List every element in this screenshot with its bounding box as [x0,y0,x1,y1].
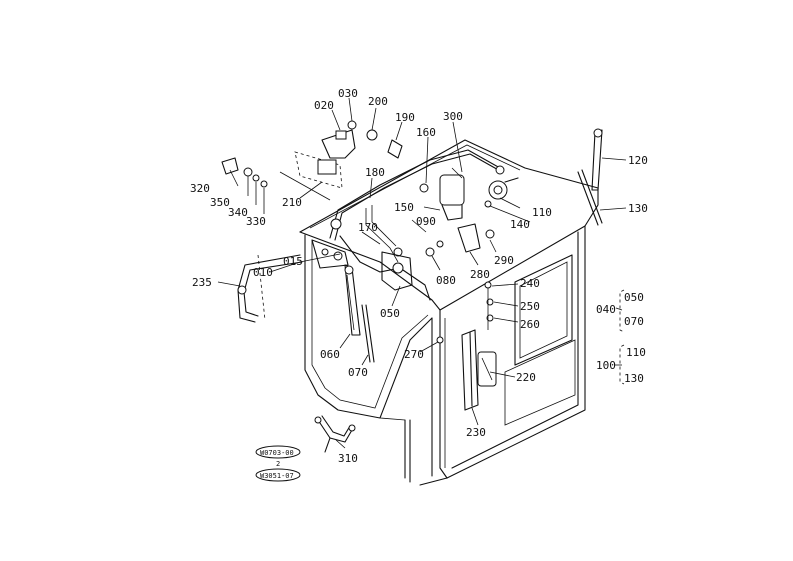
rear-wiper [577,128,603,226]
label-350: 350 [210,196,230,209]
label-160: 160 [416,126,436,139]
label-250: 250 [520,300,540,313]
label-235: 235 [192,276,212,289]
label-150: 150 [394,201,414,214]
label-050b: 050 [624,291,644,304]
label-030: 030 [338,87,358,100]
label-270: 270 [404,348,424,361]
label-330: 330 [246,215,266,228]
label-300: 300 [443,110,463,123]
beacon-lamp-150 [419,167,465,221]
label-015: 015 [283,255,303,268]
label-110b: 110 [626,346,646,359]
label-230: 230 [466,426,486,439]
label-170: 170 [358,221,378,234]
label-110a: 110 [532,206,552,219]
label-340: 340 [228,206,248,219]
part-labels: 030 020 200 190 300 160 120 180 320 350 … [190,87,648,465]
label-080: 080 [436,274,456,287]
label-200: 200 [368,95,388,108]
reference-codes: W0703-00 2 W3051-07 [255,445,301,482]
door-latch-parts [436,281,494,344]
label-070a: 070 [348,366,368,379]
label-210: 210 [282,196,302,209]
label-130b: 130 [624,372,644,385]
horn-110 [484,177,519,208]
grab-bar-310 [314,415,356,453]
label-260: 260 [520,318,540,331]
cab-body [299,139,599,486]
group-brace-040 [615,289,625,333]
label-190: 190 [395,111,415,124]
label-120: 120 [628,154,648,167]
label-100: 100 [596,359,616,372]
label-320: 320 [190,182,210,195]
label-090: 090 [416,215,436,228]
label-070b: 070 [624,315,644,328]
label-020: 020 [314,99,334,112]
wiper-arm-060 [344,264,361,336]
ref-code-2: W3051-07 [260,472,294,480]
mirror-bracket-280 [425,223,495,257]
side-handle-230 [461,329,497,411]
ref-separator: 2 [276,460,280,468]
door-handle-left [237,254,303,323]
label-290: 290 [494,254,514,267]
label-050a: 050 [380,307,400,320]
label-180: 180 [365,166,385,179]
label-130a: 130 [628,202,648,215]
label-310: 310 [338,452,358,465]
leader-lines [217,97,627,449]
label-060: 060 [320,348,340,361]
label-280: 280 [470,268,490,281]
label-240: 240 [520,277,540,290]
label-140: 140 [510,218,530,231]
ref-code-1: W0703-00 [260,449,294,457]
label-220: 220 [516,371,536,384]
wiper-motor-050 [381,251,413,291]
side-bracket-015 [311,239,349,269]
wiper-blade-070 [361,304,375,363]
label-040: 040 [596,303,616,316]
group-brace-100 [614,344,625,385]
label-010: 010 [253,266,273,279]
small-parts-cluster [221,157,268,188]
